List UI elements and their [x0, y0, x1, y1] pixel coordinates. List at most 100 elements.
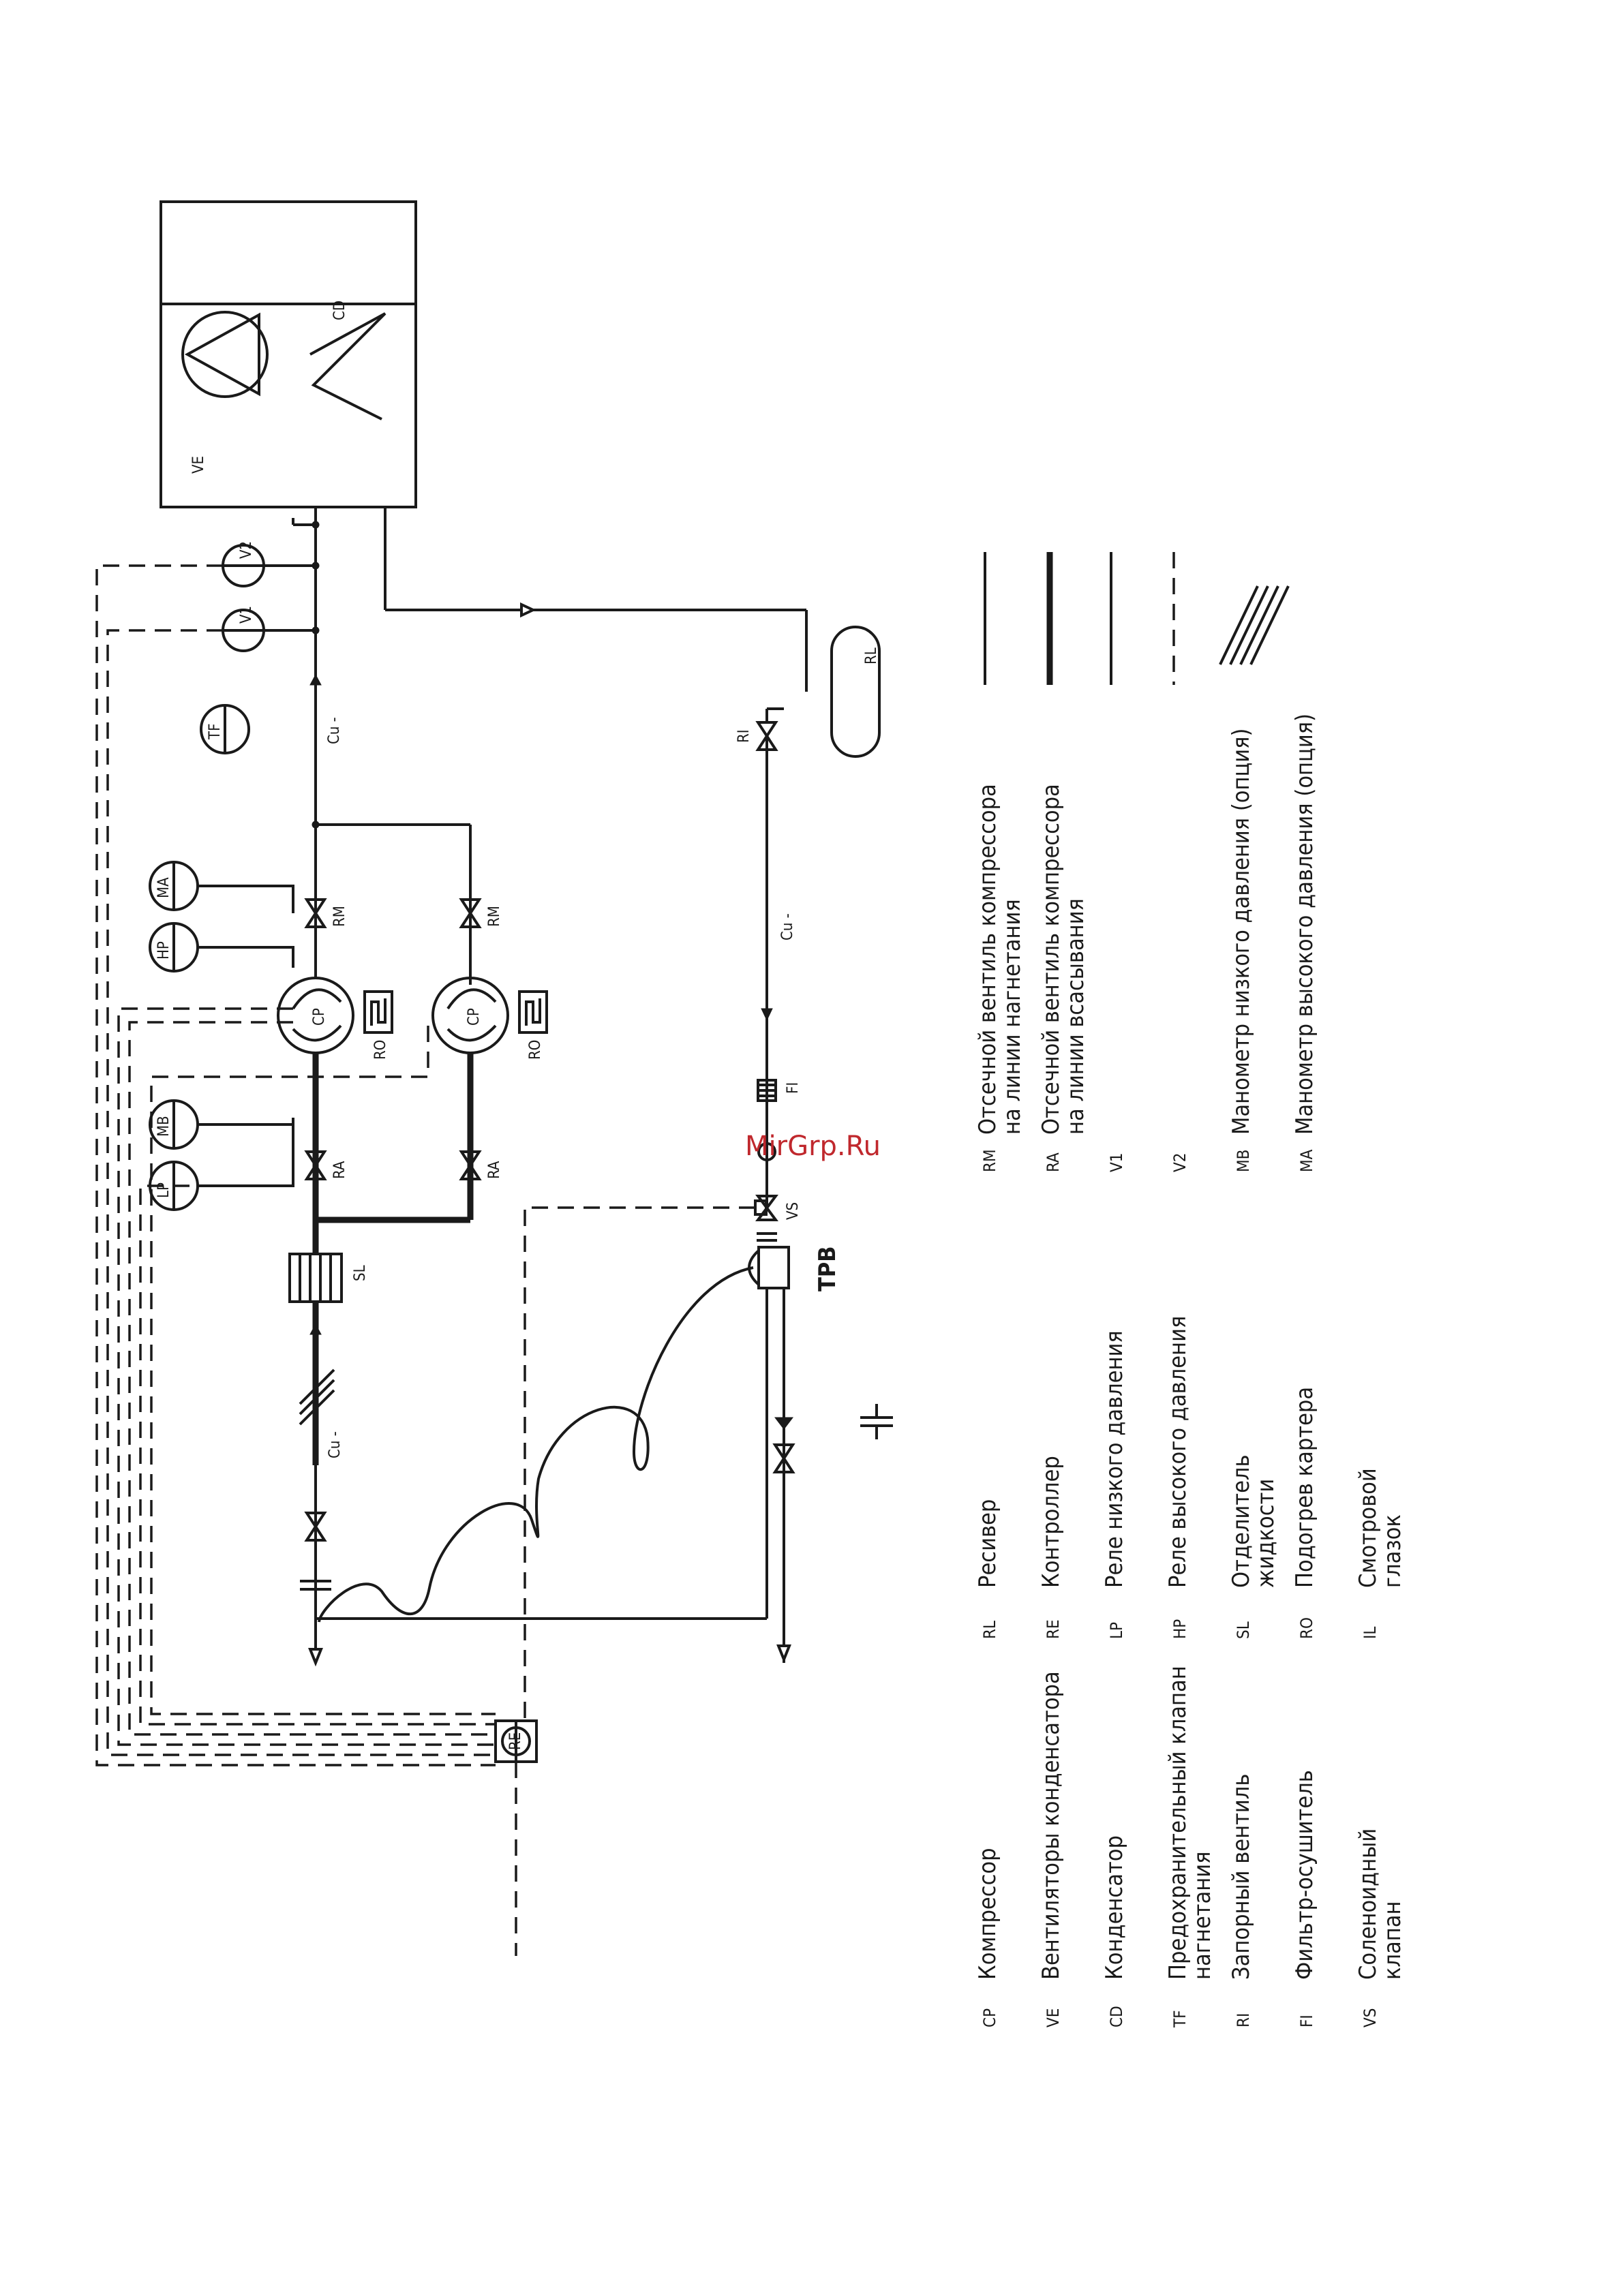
suction-lower [300, 1465, 767, 1667]
legend-code-ra: RA [1044, 1152, 1063, 1172]
gauge-mb: MB [149, 1099, 294, 1150]
legend-text-vs: клапан [1379, 1901, 1406, 1980]
discharge-line: Cu - [292, 507, 472, 985]
label-ro-1: RO [372, 1040, 389, 1060]
liquid-line-condenser [384, 507, 808, 664]
line-type-legend [984, 552, 1290, 685]
legend-text-cp: Компрессор [974, 1848, 1001, 1980]
gauge-ma: MA [149, 861, 294, 913]
coil-icon [309, 312, 386, 420]
fan-icon [181, 311, 269, 398]
legend-text-cd: Конденсатор [1101, 1835, 1128, 1980]
receiver-rl: RL [765, 626, 881, 758]
legend-text-sl: жидкости [1252, 1479, 1279, 1588]
label-ro-2: RO [527, 1040, 544, 1060]
legend-code-ma: MA [1297, 1149, 1316, 1172]
label-cu-suction: Cu - [327, 1431, 344, 1458]
legend-text-sl: Отделитель [1228, 1454, 1255, 1588]
label-rm-1: RM [331, 906, 348, 927]
legend-code-fi: FI [1297, 2015, 1316, 2027]
legend-code-vs: VS [1361, 2008, 1380, 2027]
legend-text-vs: Соленоидный [1354, 1828, 1382, 1980]
legend-code-rl: RL [980, 1621, 999, 1639]
valve-rm-2: RM [459, 898, 503, 928]
label-ra-1: RA [331, 1161, 348, 1179]
isolation-symbol [860, 1404, 893, 1439]
label-trv: ТРВ [814, 1246, 841, 1291]
legend-code-cd: CD [1107, 2006, 1126, 2027]
legend-code-lp: LP [1107, 1622, 1126, 1639]
label-cp-1: CP [311, 1008, 328, 1026]
legend-text-hp: Реле высокого давления [1164, 1316, 1192, 1588]
crankcase-heater-icon [518, 990, 548, 1034]
expansion-valve-trv: ТРВ [748, 1246, 841, 1664]
condenser-unit: CD VE [160, 200, 417, 508]
legend-text-lp: Реле низкого давления [1101, 1330, 1128, 1588]
controller-re: RE [494, 1719, 538, 1763]
compressor-1: CP RO [277, 913, 393, 1118]
legend-code-cp: CP [980, 2008, 999, 2027]
legend-code-mb: MB [1234, 1150, 1253, 1172]
legend-code-re: RE [1044, 1619, 1063, 1639]
legend-code-ro: RO [1297, 1617, 1316, 1639]
legend-text-ve: Вентиляторы конденсатора [1037, 1671, 1065, 1980]
fan-speed-regulator-v1: V1 [222, 606, 316, 652]
label-v2: V2 [238, 541, 255, 559]
legend-text-ma: Манометр высокого давления (опция) [1291, 714, 1318, 1135]
label-ra-2: RA [486, 1161, 503, 1179]
liquid-line: RI Cu - FI VS [735, 721, 802, 1242]
label-cu-discharge: Cu - [326, 717, 343, 744]
fan-speed-regulator-v2: V2 [222, 541, 316, 587]
label-hp: HP [155, 941, 172, 960]
legend-text-re: Контроллер [1037, 1456, 1065, 1588]
watermark: MirGrp.Ru [745, 1131, 881, 1162]
legend-code-rm: RM [980, 1149, 999, 1172]
legend-text-il: глазок [1379, 1514, 1406, 1588]
capillary-tube [318, 1266, 754, 1623]
label-vs: VS [785, 1202, 802, 1220]
legend-text-fi: Фильтр-осушитель [1291, 1770, 1318, 1980]
legend-text-tf: Предохранительный клапан [1164, 1666, 1192, 1980]
legend-code-sl: SL [1234, 1621, 1253, 1639]
legend-code-tf: TF [1170, 2010, 1189, 2028]
label-mb: MB [155, 1116, 172, 1137]
label-cd: CD [331, 301, 348, 320]
sight-glass-icon [757, 1142, 776, 1161]
label-cp-2: CP [466, 1008, 483, 1026]
valve-ri [755, 721, 778, 751]
label-ma: MA [155, 877, 172, 898]
valve-rm-1: RM [304, 898, 348, 928]
legend-code-ri: RI [1234, 2013, 1253, 2027]
legend-text-ra: на линии всасывания [1062, 898, 1089, 1135]
label-ve: VE [190, 456, 207, 474]
liquid-separator-sl: SL [288, 1253, 369, 1303]
legend-text-il: Смотровой [1354, 1468, 1382, 1588]
label-rl: RL [863, 647, 880, 664]
solenoid-valve-vs [755, 1195, 778, 1221]
safety-valve-tf: TF [200, 704, 250, 754]
label-sl: SL [352, 1265, 369, 1281]
label-rm-2: RM [486, 906, 503, 927]
label-cu-liquid: Cu - [779, 913, 796, 940]
label-re: RE [507, 1732, 524, 1750]
compressor-2: CP RO [431, 977, 548, 1220]
label-tf: TF [207, 724, 224, 740]
legend-text-ra: Отсечной вентиль компрессора [1037, 784, 1065, 1135]
valve-ra-2: RA [459, 1150, 503, 1180]
pressure-switch-hp: HP [149, 922, 294, 973]
legend-code-hp: HP [1170, 1619, 1189, 1639]
control-wiring [95, 564, 755, 1956]
legend-text-mb: Манометр низкого давления (опция) [1228, 729, 1255, 1135]
crankcase-heater-icon [363, 990, 393, 1034]
legend-text-ri: Запорный вентиль [1228, 1774, 1255, 1980]
legend-text-rm: на линии нагнетания [999, 899, 1026, 1135]
legend-text-rm: Отсечной вентиль компрессора [974, 784, 1001, 1135]
legend-code-il: IL [1361, 1627, 1380, 1639]
legend-text-ro: Подогрев картера [1291, 1387, 1318, 1588]
legend-code-v2: V2 [1170, 1153, 1189, 1173]
label-fi: FI [785, 1082, 802, 1094]
